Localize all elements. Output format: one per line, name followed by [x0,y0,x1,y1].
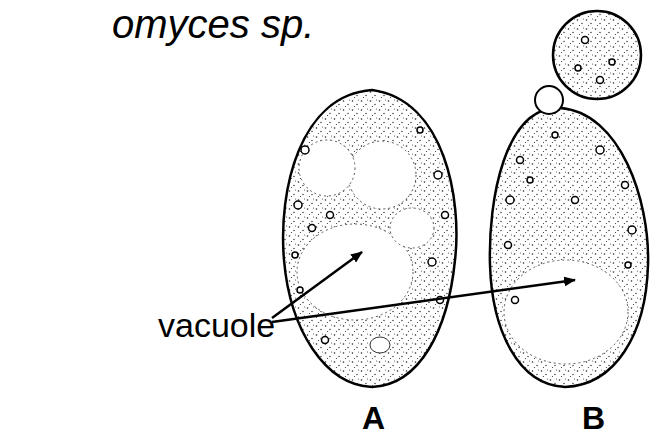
leader-arrow [272,252,575,322]
cell-letter: A [362,402,385,434]
part-label: vacuole [158,308,275,342]
species-title: omyces sp. [112,4,314,44]
cell-letter: B [582,402,605,434]
yeast-cell-a [283,90,456,387]
yeast-cell-b [490,11,648,387]
